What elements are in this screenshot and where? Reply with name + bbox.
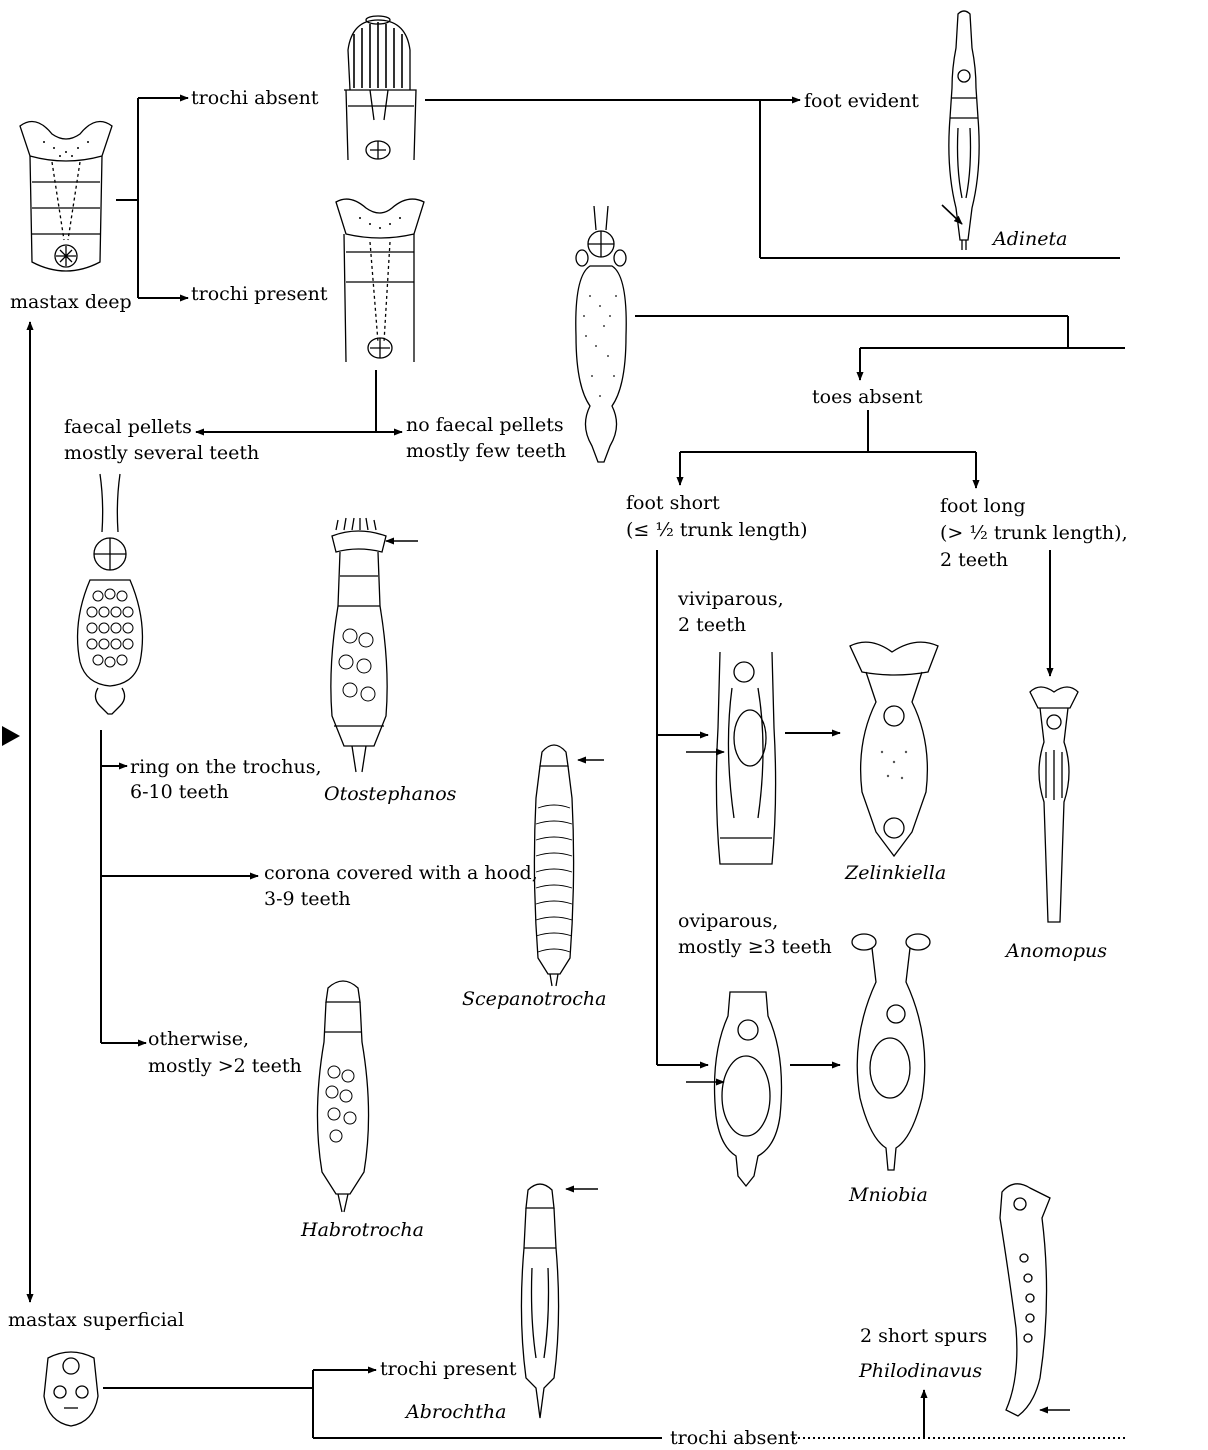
habrotrocha-left-figure xyxy=(72,472,150,718)
genus-habrotrocha: Habrotrocha xyxy=(301,1219,424,1241)
foot-long-teeth-label: 2 teeth xyxy=(940,547,1008,573)
faecal-pellets-label: faecal pellets xyxy=(64,414,192,440)
trochi-absent-figure xyxy=(340,10,422,162)
trochi-absent-bottom-label: trochi absent xyxy=(670,1425,798,1450)
genus-otostephanos: Otostephanos xyxy=(324,783,456,805)
mastax-deep-label: mastax deep xyxy=(10,289,132,315)
foot-long-ratio-label: (> ½ trunk length), xyxy=(940,520,1128,546)
philodinavus-figure xyxy=(990,1178,1062,1422)
no-faecal-pellets-label: no faecal pellets xyxy=(406,412,564,438)
genus-scepanotrocha: Scepanotrocha xyxy=(462,988,606,1010)
trochi-present-figure xyxy=(330,192,430,364)
genus-zelinkiella: Zelinkiella xyxy=(845,862,946,884)
ring-trochus-label: ring on the trochus, xyxy=(130,754,322,780)
toes-absent-figure xyxy=(570,206,632,468)
mniobia-left-figure xyxy=(706,986,790,1192)
oviparous-label: oviparous, xyxy=(678,908,778,934)
two-short-spurs-label: 2 short spurs xyxy=(860,1323,987,1349)
abrochtha-figure xyxy=(514,1178,566,1422)
mastax-superficial-figure xyxy=(38,1346,104,1428)
genus-philodinavus: Philodinavus xyxy=(859,1360,982,1382)
few-teeth-label: mostly few teeth xyxy=(406,438,566,464)
toes-absent-label: toes absent xyxy=(812,384,922,410)
otherwise-label: otherwise, xyxy=(148,1026,249,1052)
corona-teeth-label: 3-9 teeth xyxy=(264,886,351,912)
several-teeth-label: mostly several teeth xyxy=(64,440,259,466)
zelinkiella-figure xyxy=(846,632,942,858)
genus-abrochtha: Abrochtha xyxy=(406,1401,506,1423)
viviparous-teeth-label: 2 teeth xyxy=(678,612,746,638)
trochi-present-top-label: trochi present xyxy=(191,281,328,307)
trochi-present-bottom-label: trochi present xyxy=(380,1356,517,1382)
adineta-figure xyxy=(938,8,990,250)
otostephanos-figure xyxy=(326,516,392,778)
genus-anomopus: Anomopus xyxy=(1006,940,1107,962)
zelinkiella-left-figure xyxy=(706,648,786,870)
foot-long-label: foot long xyxy=(940,493,1026,519)
foot-evident-label: foot evident xyxy=(804,88,919,114)
corona-hood-label: corona covered with a hood, xyxy=(264,860,538,886)
habrotrocha-figure xyxy=(308,972,378,1216)
trochi-absent-top-label: trochi absent xyxy=(191,85,319,111)
viviparous-label: viviparous, xyxy=(678,586,784,612)
ring-teeth-label: 6-10 teeth xyxy=(130,779,229,805)
genus-adineta: Adineta xyxy=(993,228,1067,250)
oviparous-teeth-label: mostly ≥3 teeth xyxy=(678,934,832,960)
genus-mniobia: Mniobia xyxy=(849,1184,928,1206)
anomopus-figure xyxy=(1026,682,1082,930)
foot-short-label: foot short xyxy=(626,490,720,516)
mastax-superficial-label: mastax superficial xyxy=(8,1307,184,1333)
otherwise-teeth-label: mostly >2 teeth xyxy=(148,1053,302,1079)
mniobia-figure xyxy=(846,928,936,1174)
mastax-deep-figure xyxy=(14,112,118,284)
foot-short-ratio-label: (≤ ½ trunk length) xyxy=(626,517,808,543)
